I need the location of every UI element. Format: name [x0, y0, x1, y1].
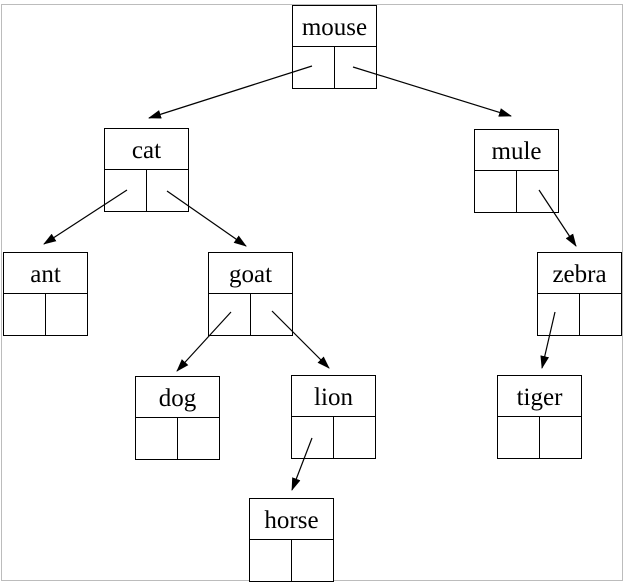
right-pointer-cell — [292, 540, 333, 581]
tree-node-goat: goat — [208, 252, 293, 336]
left-pointer-cell — [209, 294, 251, 335]
left-pointer-cell — [4, 294, 46, 335]
left-pointer-cell — [105, 170, 147, 211]
node-label-goat: goat — [209, 253, 292, 294]
pointer-cells — [293, 47, 376, 88]
right-pointer-cell — [251, 294, 292, 335]
pointer-cells — [292, 417, 375, 458]
left-pointer-cell — [475, 171, 517, 212]
node-label-cat: cat — [105, 129, 188, 170]
right-pointer-cell — [540, 417, 581, 458]
right-pointer-cell — [580, 294, 621, 335]
left-pointer-cell — [250, 540, 292, 581]
left-pointer-cell — [292, 417, 334, 458]
tree-node-ant: ant — [3, 252, 88, 336]
node-label-ant: ant — [4, 253, 87, 294]
tree-node-mouse: mouse — [292, 5, 377, 89]
pointer-cells — [105, 170, 188, 211]
node-label-mouse: mouse — [293, 6, 376, 47]
pointer-cells — [250, 540, 333, 581]
right-pointer-cell — [335, 47, 376, 88]
pointer-cells — [4, 294, 87, 335]
tree-node-cat: cat — [104, 128, 189, 212]
right-pointer-cell — [517, 171, 558, 212]
pointer-cells — [498, 417, 581, 458]
left-pointer-cell — [293, 47, 335, 88]
tree-node-horse: horse — [249, 498, 334, 582]
tree-node-lion: lion — [291, 375, 376, 459]
node-label-lion: lion — [292, 376, 375, 417]
right-pointer-cell — [147, 170, 188, 211]
pointer-cells — [136, 418, 219, 459]
right-pointer-cell — [334, 417, 375, 458]
tree-node-mule: mule — [474, 129, 559, 213]
pointer-cells — [538, 294, 621, 335]
node-label-horse: horse — [250, 499, 333, 540]
left-pointer-cell — [136, 418, 178, 459]
node-label-zebra: zebra — [538, 253, 621, 294]
node-label-dog: dog — [136, 377, 219, 418]
right-pointer-cell — [178, 418, 219, 459]
tree-node-tiger: tiger — [497, 375, 582, 459]
left-pointer-cell — [538, 294, 580, 335]
tree-node-zebra: zebra — [537, 252, 622, 336]
node-label-tiger: tiger — [498, 376, 581, 417]
pointer-cells — [209, 294, 292, 335]
pointer-cells — [475, 171, 558, 212]
edge-mouse-left-cat — [148, 65, 313, 119]
page-frame — [1, 4, 623, 581]
left-pointer-cell — [498, 417, 540, 458]
tree-node-dog: dog — [135, 376, 220, 460]
node-label-mule: mule — [475, 130, 558, 171]
right-pointer-cell — [46, 294, 87, 335]
